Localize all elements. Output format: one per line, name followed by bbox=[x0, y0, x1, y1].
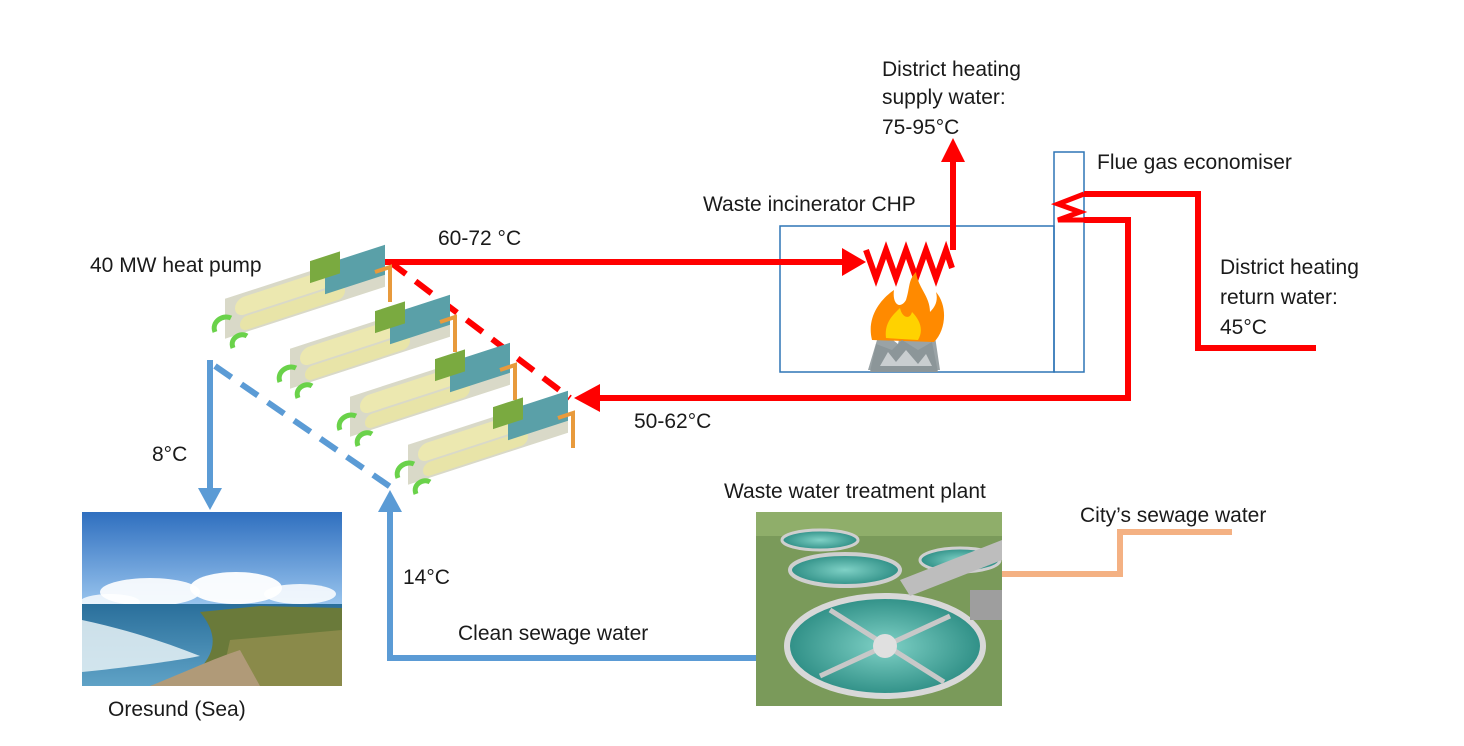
sea-caption: Oresund (Sea) bbox=[108, 698, 246, 721]
heat-pump-module-icon bbox=[276, 294, 457, 399]
sea-coast-photo bbox=[80, 512, 342, 686]
sewage-temp-label: 14°C bbox=[403, 566, 450, 589]
flue-gas-economiser-label: Flue gas economiser bbox=[1097, 151, 1292, 174]
heat-pump-label: 40 MW heat pump bbox=[90, 254, 262, 277]
flame-icon bbox=[868, 272, 945, 372]
hp-internal-red-dashed bbox=[388, 259, 572, 401]
clean-sewage-pipe bbox=[387, 508, 756, 661]
dh-return-pipe bbox=[1084, 191, 1316, 351]
incinerator-coil-icon bbox=[863, 240, 955, 287]
clean-sewage-label: Clean sewage water bbox=[458, 622, 648, 645]
clean-sewage-arrowhead bbox=[378, 490, 402, 512]
hp-internal-blue-dashed bbox=[213, 363, 394, 491]
sea-temp-label: 8°C bbox=[152, 443, 187, 466]
hp-supply-temp-label: 60-72 °C bbox=[438, 227, 521, 250]
dh-return-label-line2: return water: bbox=[1220, 286, 1338, 309]
incinerator-label: Waste incinerator CHP bbox=[703, 193, 916, 216]
heat-pump-units bbox=[211, 244, 575, 495]
dh-supply-label-line2: supply water: bbox=[882, 86, 1006, 109]
heat-pump-module-icon bbox=[211, 244, 392, 349]
dh-return-label-line3: 45°C bbox=[1220, 316, 1267, 339]
hp-supply-arrowhead bbox=[842, 248, 866, 276]
economiser-out-pipe bbox=[600, 217, 1131, 401]
heat-pump-module-icon bbox=[394, 390, 575, 495]
sea-discharge-arrowhead bbox=[198, 488, 222, 510]
heat-pump-module-icon bbox=[336, 342, 517, 447]
economiser-coil-icon bbox=[1050, 191, 1088, 223]
treatment-plant-photo bbox=[756, 512, 1002, 706]
flue-gas-economiser-box bbox=[1053, 151, 1085, 373]
dh-supply-arrowhead bbox=[941, 138, 965, 162]
hp-return-temp-label: 50-62°C bbox=[634, 410, 711, 433]
dh-supply-label-line3: 75-95°C bbox=[882, 116, 959, 139]
city-sewage-label: City’s sewage water bbox=[1080, 504, 1266, 527]
dh-supply-label-line1: District heating bbox=[882, 58, 1021, 81]
city-sewage-pipe bbox=[1002, 529, 1232, 577]
hp-return-arrowhead bbox=[574, 384, 600, 412]
wwtp-label: Waste water treatment plant bbox=[724, 480, 986, 503]
dh-return-label-line1: District heating bbox=[1220, 256, 1359, 279]
